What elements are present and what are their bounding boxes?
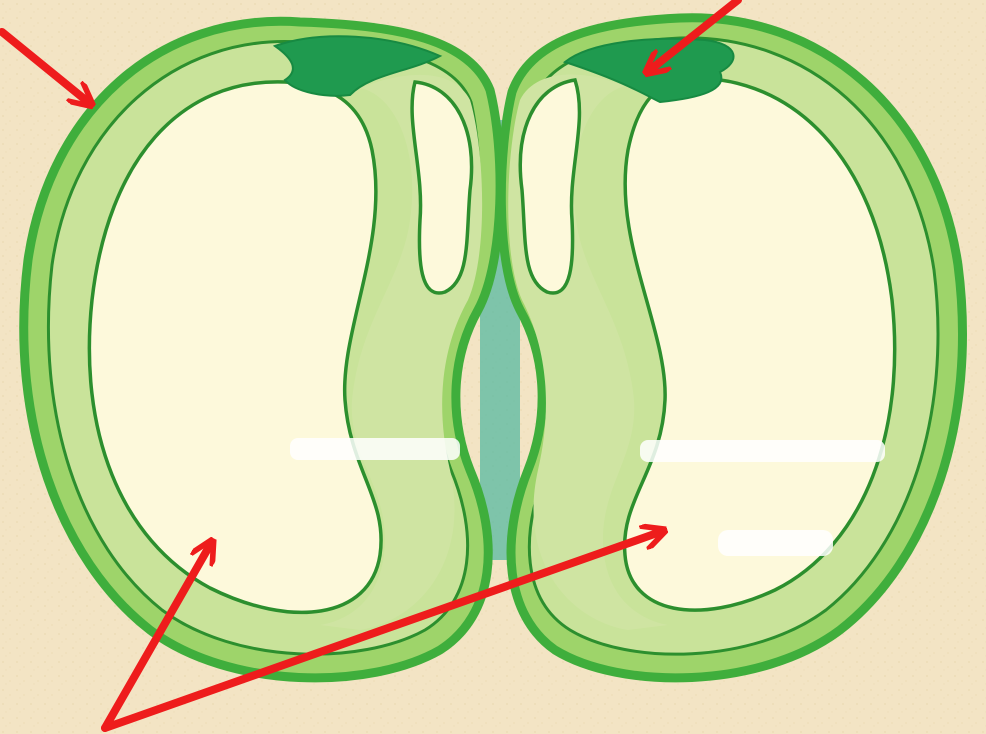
right-highlight-lower — [718, 530, 833, 556]
left-highlight — [290, 438, 460, 460]
right-highlight-upper — [640, 440, 885, 462]
right-seed-half — [501, 18, 962, 678]
left-seed-half — [24, 21, 500, 678]
